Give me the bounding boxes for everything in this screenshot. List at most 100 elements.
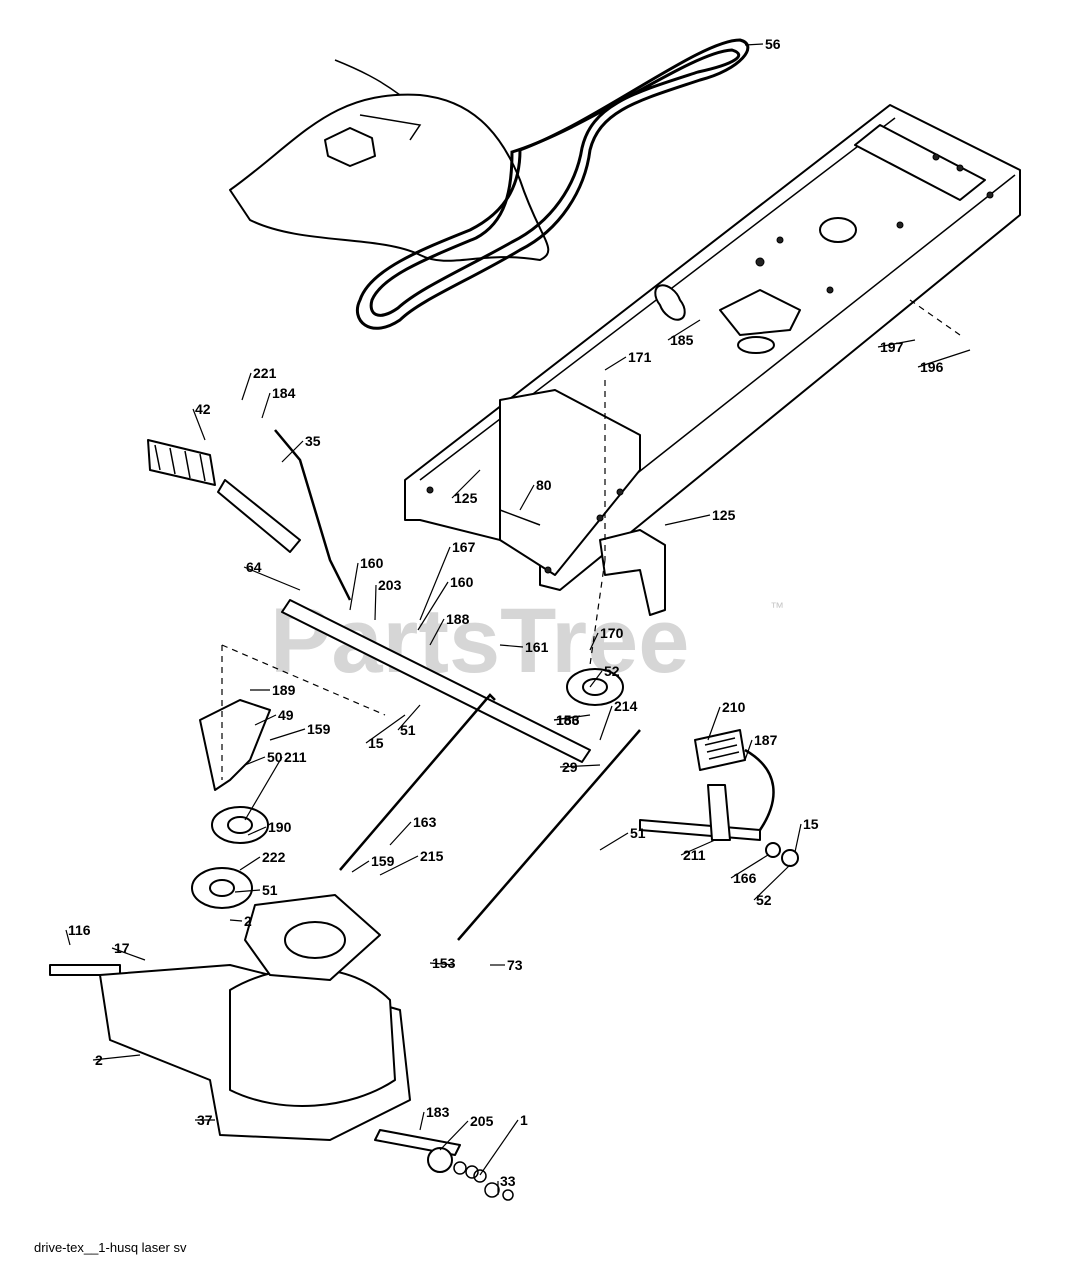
callout-leader-line [604, 356, 627, 371]
callout-leader-line [664, 514, 711, 526]
callout-part-number: 187 [754, 732, 778, 748]
callout-part-number: 33 [500, 1173, 516, 1189]
callout-leader-line [667, 319, 701, 341]
shift-shaft [147, 429, 641, 941]
pulleys [191, 668, 624, 909]
callout-leader-line [374, 584, 377, 621]
callout-leader-line [744, 43, 764, 46]
callout-leader-line [451, 469, 481, 499]
callout-leader-line [234, 889, 261, 893]
callout-part-number: 160 [450, 574, 474, 590]
callout-leader-line [254, 714, 277, 726]
callout-leader-line [479, 1119, 519, 1176]
drive-belt [355, 38, 750, 330]
callout-part-number: 153 [556, 712, 580, 728]
callout-part-number: 183 [426, 1104, 450, 1120]
callout-part-number: 15 [368, 735, 384, 751]
callout-leader-line [419, 1111, 425, 1131]
callout-part-number: 211 [284, 749, 307, 765]
callout-leader-line [244, 756, 266, 766]
callout-leader-line [589, 670, 603, 688]
callout-part-number: 153 [432, 955, 456, 971]
callout-part-number: 184 [272, 385, 296, 401]
callout-part-number: 2 [244, 913, 252, 929]
callout-part-number: 160 [360, 555, 384, 571]
watermark: PartsTree [270, 590, 689, 692]
callout-leader-line [247, 826, 267, 836]
callout-part-number: 163 [413, 814, 437, 830]
callout-leader-line [917, 349, 971, 368]
callout-part-number: 42 [195, 401, 211, 417]
callout-leader-line [243, 566, 301, 591]
callout-leader-line [794, 823, 802, 853]
callout-part-number: 171 [628, 349, 652, 365]
callout-part-number: 186 [556, 712, 580, 728]
callout-leader-line [239, 856, 261, 871]
callout-leader-line [379, 855, 419, 876]
callout-leader-line [589, 632, 599, 651]
callout-leader-line [365, 714, 406, 744]
watermark-trademark: ™ [770, 599, 784, 615]
callout-part-number: 159 [371, 853, 395, 869]
callout-part-number: 73 [507, 957, 523, 973]
callout-part-number: 215 [420, 848, 444, 864]
callout-leader-line [744, 739, 753, 761]
callout-part-number: 37 [197, 1112, 213, 1128]
alignment-lines [221, 299, 961, 780]
callout-part-number: 188 [446, 611, 470, 627]
callout-part-number: 196 [920, 359, 944, 375]
callout-part-number: 125 [454, 490, 478, 506]
callout-part-number: 205 [470, 1113, 494, 1129]
callout-part-number: 159 [307, 721, 331, 737]
callout-part-number: 214 [614, 698, 638, 714]
callout-part-number: 29 [562, 759, 578, 775]
callout-leader-line [429, 618, 445, 646]
callout-part-number: 64 [246, 559, 262, 575]
callout-leader-line [229, 919, 243, 922]
callout-part-number: 50 [267, 749, 283, 765]
callout-part-number: 2 [95, 1052, 103, 1068]
callout-part-number: 52 [756, 892, 772, 908]
callout-leader-line [241, 372, 252, 401]
callout-part-number: 1 [520, 1112, 528, 1128]
callout-part-number: 116 [68, 922, 91, 938]
callout-leader-line [349, 562, 359, 611]
callout-part-number: 167 [452, 539, 476, 555]
callout-part-number: 80 [536, 477, 552, 493]
callout-part-number: 210 [722, 699, 746, 715]
callout-part-number: 197 [880, 339, 904, 355]
callout-leader-line [730, 854, 769, 879]
callout-leader-line [877, 339, 916, 348]
callout-leader-line [519, 484, 535, 511]
callout-leader-line [559, 764, 601, 768]
callout-part-number: 51 [400, 722, 416, 738]
callout-leader-line [192, 408, 206, 441]
callout-part-number: 15 [803, 816, 819, 832]
callout-leader-line [389, 821, 412, 846]
callout-part-number: 166 [733, 870, 757, 886]
callout-part-number: 35 [305, 433, 321, 449]
callout-leader-line [397, 704, 421, 731]
callout-leader-line [351, 860, 370, 873]
callout-leader-line [92, 1054, 141, 1061]
callout-leader-line [261, 392, 271, 419]
callout-leader-line [599, 705, 613, 741]
callout-part-number: 189 [272, 682, 296, 698]
callout-leader-line [417, 581, 449, 631]
callout-leader-line [753, 864, 791, 901]
callout-leader-line [439, 1120, 469, 1151]
callout-leader-line [281, 440, 304, 463]
callout-leader-line [707, 706, 721, 741]
callout-part-number: 203 [378, 577, 402, 593]
callout-part-number: 211 [683, 847, 706, 863]
callout-part-number: 185 [670, 332, 694, 348]
brake-pedal [639, 729, 799, 867]
frame-rail [404, 104, 1021, 616]
transaxle [49, 894, 514, 1201]
diagram-caption: drive-tex__1-husq laser sv [34, 1240, 187, 1255]
callout-part-number: 190 [268, 819, 292, 835]
callout-part-number: 52 [604, 663, 620, 679]
callout-part-number: 49 [278, 707, 294, 723]
frame-holes [426, 153, 994, 574]
